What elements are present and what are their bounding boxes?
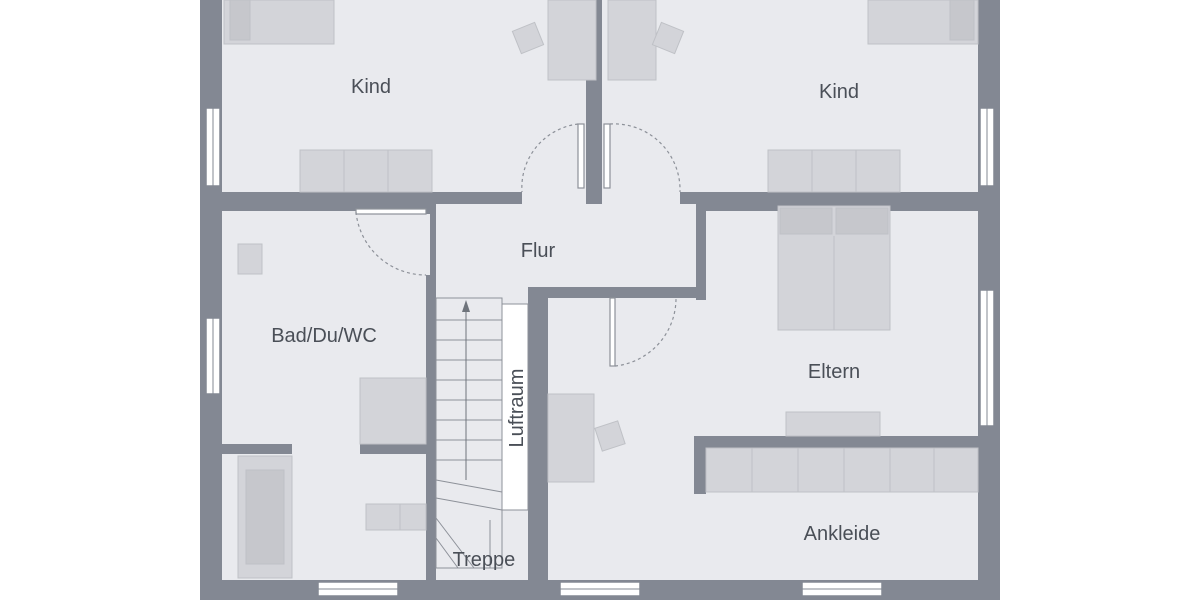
sink-bad [237,243,263,275]
wall-ankleide-left [694,436,706,494]
chair-eltern [594,420,626,452]
door-kind-left [521,123,585,193]
label-luftraum: Luftraum [506,369,528,448]
label-kind-left: Kind [351,76,391,98]
pillow-kind-right [949,0,975,41]
dresser-eltern [785,411,881,437]
wall-flur-right [696,204,706,300]
pillow-eltern-left [779,207,833,235]
window-mullions [212,108,988,590]
door-kind-right [603,123,681,193]
wardrobe-ankleide [705,447,979,493]
luftraum-void [501,303,529,511]
label-treppe: Treppe [453,549,516,571]
wall-kind-left-bottom [200,192,522,204]
wall-bath-niche-top [222,444,292,454]
wall-flur-bottom [530,287,612,298]
label-bad: Bad/Du/WC [271,325,377,347]
door-bad [355,208,427,276]
wall-stair-right [530,287,548,580]
pillow-kind-left [229,0,251,41]
desk-kind-right [607,0,657,81]
wardrobe-kind-right [767,149,901,193]
shower-bad [359,377,427,445]
chair-kind-left [511,21,545,55]
desk-eltern [547,393,595,483]
wall-kids-divider-lower [586,186,602,204]
furniture [223,0,979,579]
label-flur: Flur [521,240,556,262]
stair-arrowhead [462,300,470,312]
doors [355,123,681,367]
bathtub-basin [245,469,285,565]
bath-niche-floor [292,454,306,580]
pillow-eltern-right [835,207,889,235]
toilet-bad [365,503,401,531]
room-flur-floor [436,192,696,287]
wall-kind-right-bottom [680,192,1000,204]
wall-flur-right-stub [676,288,706,298]
wall-bad-door-jamb [426,204,436,214]
label-ankleide: Ankleide [804,523,881,545]
wardrobe-kind-left [299,149,433,193]
toilet-tank [399,503,427,531]
chair-kind-right [651,21,685,55]
door-eltern [609,297,677,367]
desk-kind-left [547,0,597,81]
wall-bad-right [426,275,436,580]
wall-ankleide-top [694,436,978,448]
label-eltern: Eltern [808,361,860,383]
label-kind-right: Kind [819,81,859,103]
wall-wc-niche-top [360,444,426,454]
